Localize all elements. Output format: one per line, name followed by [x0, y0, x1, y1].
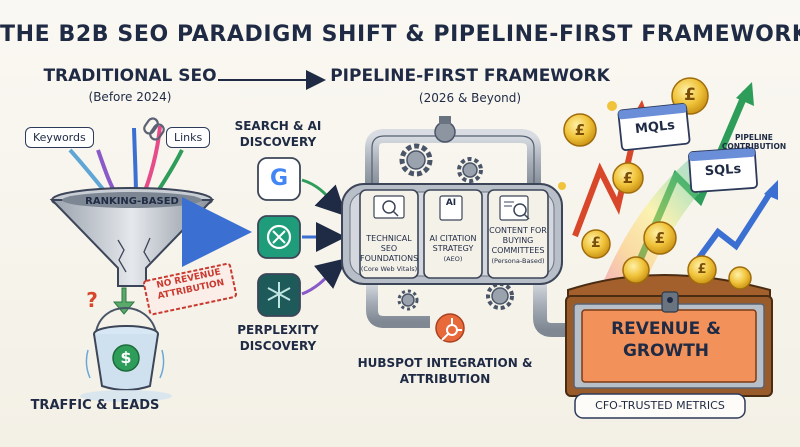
traditional-heading: TRADITIONAL SEO: [43, 66, 217, 86]
panel-ai-citation: AI CITATION STRATEGY (AEO): [424, 234, 482, 264]
panel-technical-seo: TECHNICAL SEO FOUNDATIONS (Core Web Vita…: [360, 234, 418, 274]
question-mark: ?: [86, 288, 98, 312]
search-flow-arrow: [301, 178, 347, 217]
panel-technical-seo-sub: (Core Web Vitals): [360, 265, 418, 273]
coin-pound-icon: £: [654, 229, 666, 247]
hubspot-integration-label: HUBSPOT INTEGRATION & ATTRIBUTION: [357, 356, 533, 386]
coin-pound-icon: £: [622, 169, 634, 187]
framework-machine: [341, 183, 563, 285]
page-title: THE B2B SEO PARADIGM SHIFT & PIPELINE-FI…: [0, 22, 800, 47]
coin-pound-icon: £: [574, 121, 586, 139]
panel-technical-seo-title: TECHNICAL SEO FOUNDATIONS: [360, 234, 419, 263]
google-icon: [257, 157, 301, 201]
cfo-metrics-badge: [574, 393, 746, 419]
hubspot-icon: [435, 313, 465, 343]
red-growth-arrow: [572, 109, 643, 238]
chain-link-icon: [143, 117, 165, 141]
google-g-glyph: G: [269, 166, 289, 191]
pipeline-contribution-note: PIPELINE CONTRIBUTION: [721, 133, 787, 151]
no-revenue-stamp: [142, 262, 238, 316]
panel-ai-citation-sub: (AEO): [443, 255, 463, 263]
bucket-dollar-icon: $: [120, 348, 132, 367]
mqls-window: [617, 103, 691, 151]
pipeline-period: (2026 & Beyond): [418, 91, 522, 105]
perplexity-icon: [257, 273, 301, 317]
traffic-leads-label: TRAFFIC & LEADS: [30, 398, 160, 413]
gear-icons: [397, 143, 514, 311]
perplexity-flow-arrow: [301, 258, 347, 296]
cfo-metrics-label: CFO-TRUSTED METRICS: [595, 399, 725, 412]
perplexity-discovery-label: PERPLEXITY DISCOVERY: [237, 323, 319, 353]
gold-coins: [558, 77, 752, 290]
funnel-output-arrow: [112, 287, 136, 315]
blue-growth-arrow: [687, 188, 775, 272]
input-arrow-center: [132, 127, 138, 197]
revenue-growth-label: REVENUE & GROWTH: [611, 319, 721, 361]
funnel-label: RANKING-BASED: [85, 196, 179, 207]
chatgpt-icon: [257, 215, 301, 259]
pipeline-heading: PIPELINE-FIRST FRAMEWORK: [330, 66, 610, 86]
ai-doc-icon: AI: [445, 198, 457, 208]
rainbow-beam: [600, 150, 720, 292]
coin-pound-icon: £: [697, 262, 707, 277]
panel-buying-committees-sub: (Persona-Based): [491, 257, 545, 265]
panel-ai-citation-title: AI CITATION STRATEGY: [429, 234, 477, 253]
panel-buying-committees: CONTENT FOR BUYING COMMITTEES (Persona-B…: [488, 226, 548, 266]
traditional-period: (Before 2024): [88, 90, 172, 104]
keywords-chip: Keywords: [25, 127, 94, 148]
leaky-bucket: [80, 307, 172, 402]
panel-buying-committees-title: CONTENT FOR BUYING COMMITTEES: [489, 226, 547, 255]
coin-pound-icon: £: [591, 235, 601, 251]
treasure-chest: [565, 274, 773, 397]
sqls-window: [688, 147, 758, 193]
coin-pound-icon: £: [684, 85, 696, 105]
links-chip: Links: [166, 127, 211, 148]
search-ai-discovery-label: SEARCH & AI DISCOVERY: [234, 119, 322, 149]
